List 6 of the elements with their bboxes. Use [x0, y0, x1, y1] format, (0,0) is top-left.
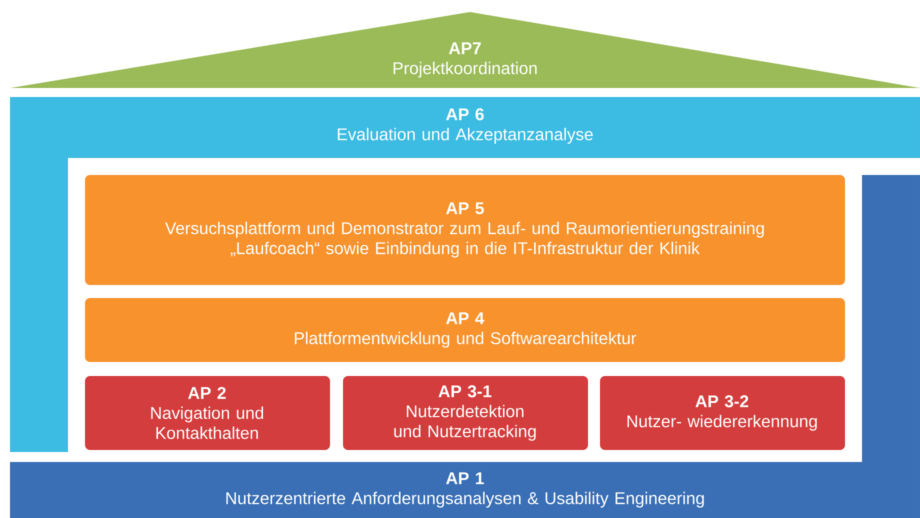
work-package-box: AP 3-1 Nutzerdetektion und Nutzertracking: [343, 376, 588, 450]
work-package-box: AP 3-2 Nutzer- wiedererkennung: [600, 376, 845, 450]
work-package-box: AP 4 Plattformentwicklung und Softwarearchitektur: [85, 298, 845, 362]
work-package-box: AP 5 Versuchsplattform und Demonstrator zum Lauf- und Raumorientierungstraining „Laufcoach“ sowie Einbindung in die IT-Infrastruktur der Klinik: [85, 175, 845, 285]
roof-triangle: AP7 Projektkoordination: [10, 12, 920, 88]
work-package-box: AP 2 Navigation und Kontakthalten: [85, 376, 330, 450]
